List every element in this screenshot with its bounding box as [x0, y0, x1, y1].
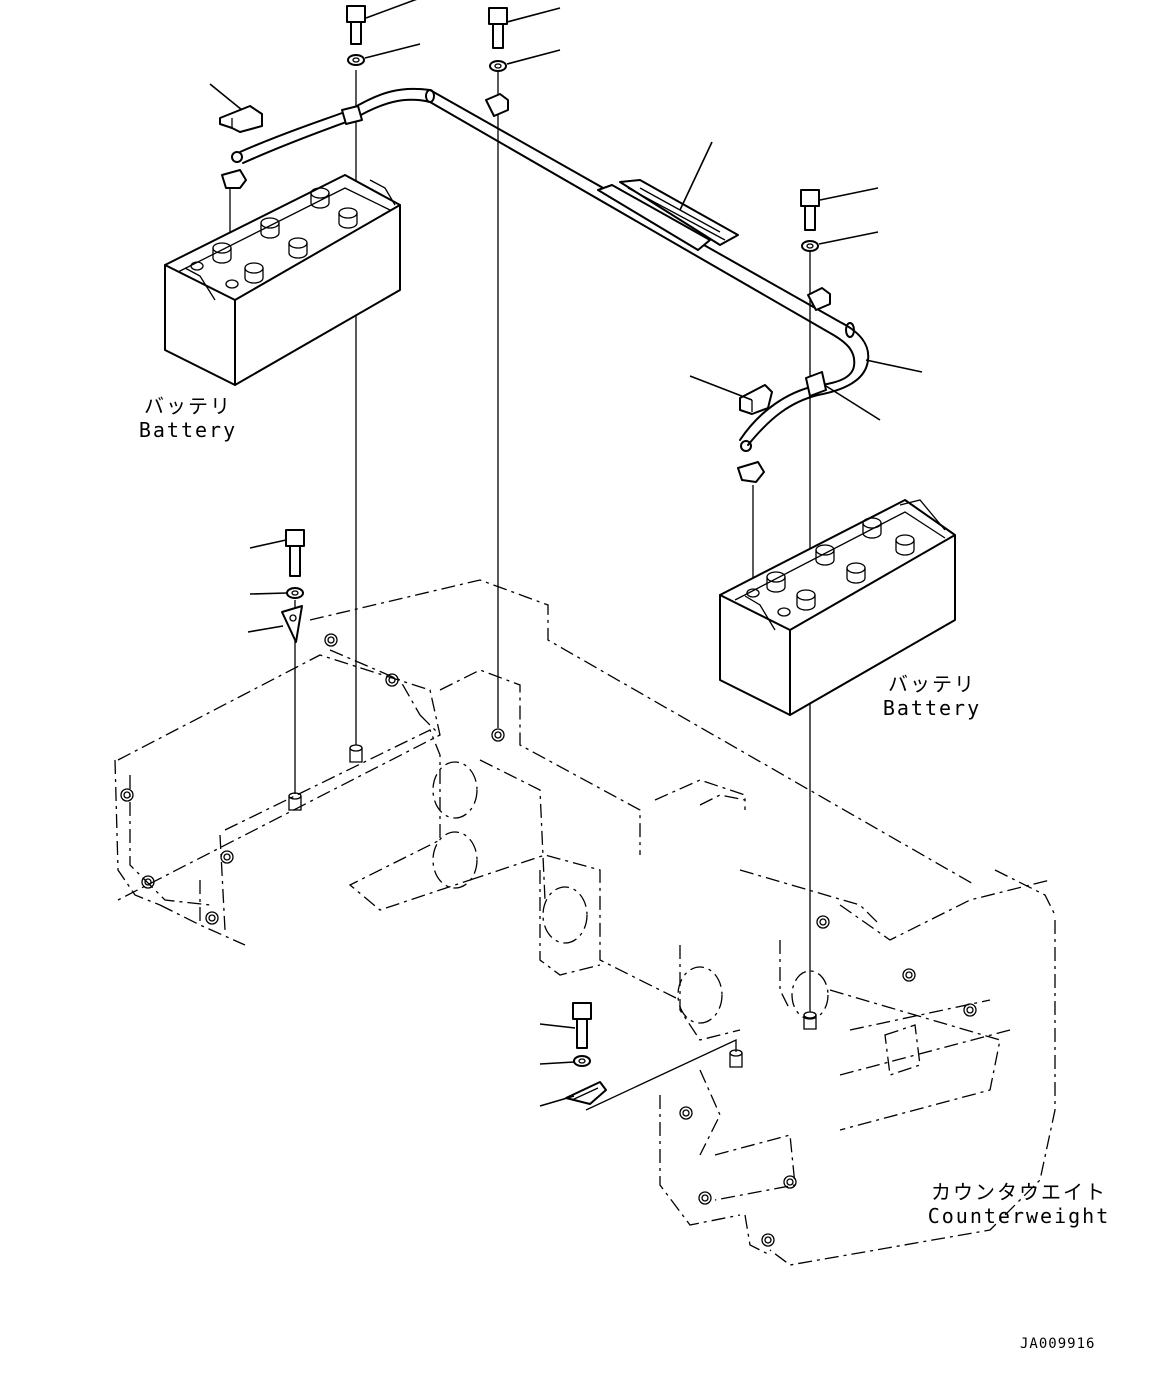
- battery-right-label: バッテリ Battery: [872, 672, 992, 720]
- battery-cable: [231, 87, 870, 452]
- battery-left-label-jp: バッテリ: [144, 394, 232, 418]
- counterweight-label: カウンタウエイト Counterweight: [926, 1180, 1112, 1228]
- battery-left-label: バッテリ Battery: [128, 394, 248, 442]
- bolts: [285, 5, 820, 1049]
- counterweight-label-jp: カウンタウエイト: [931, 1180, 1107, 1204]
- counterweight: [114, 579, 1056, 1266]
- terminal-clamp-left: [221, 169, 247, 189]
- leader-lines: [209, 0, 923, 1107]
- battery-right-label-jp: バッテリ: [888, 672, 976, 696]
- counterweight-label-en: Counterweight: [927, 1204, 1111, 1228]
- terminal-cover-left: [219, 105, 263, 133]
- drawing-code: JA009916: [1020, 1336, 1096, 1352]
- battery-right-label-en: Battery: [882, 696, 982, 720]
- battery-right: [719, 499, 956, 716]
- brackets: [281, 605, 607, 1105]
- terminal-cover-right: [739, 384, 773, 415]
- terminal-clamp-right: [737, 461, 765, 483]
- battery-left: [164, 174, 401, 386]
- battery-left-label-en: Battery: [138, 418, 238, 442]
- washers: [286, 54, 819, 1067]
